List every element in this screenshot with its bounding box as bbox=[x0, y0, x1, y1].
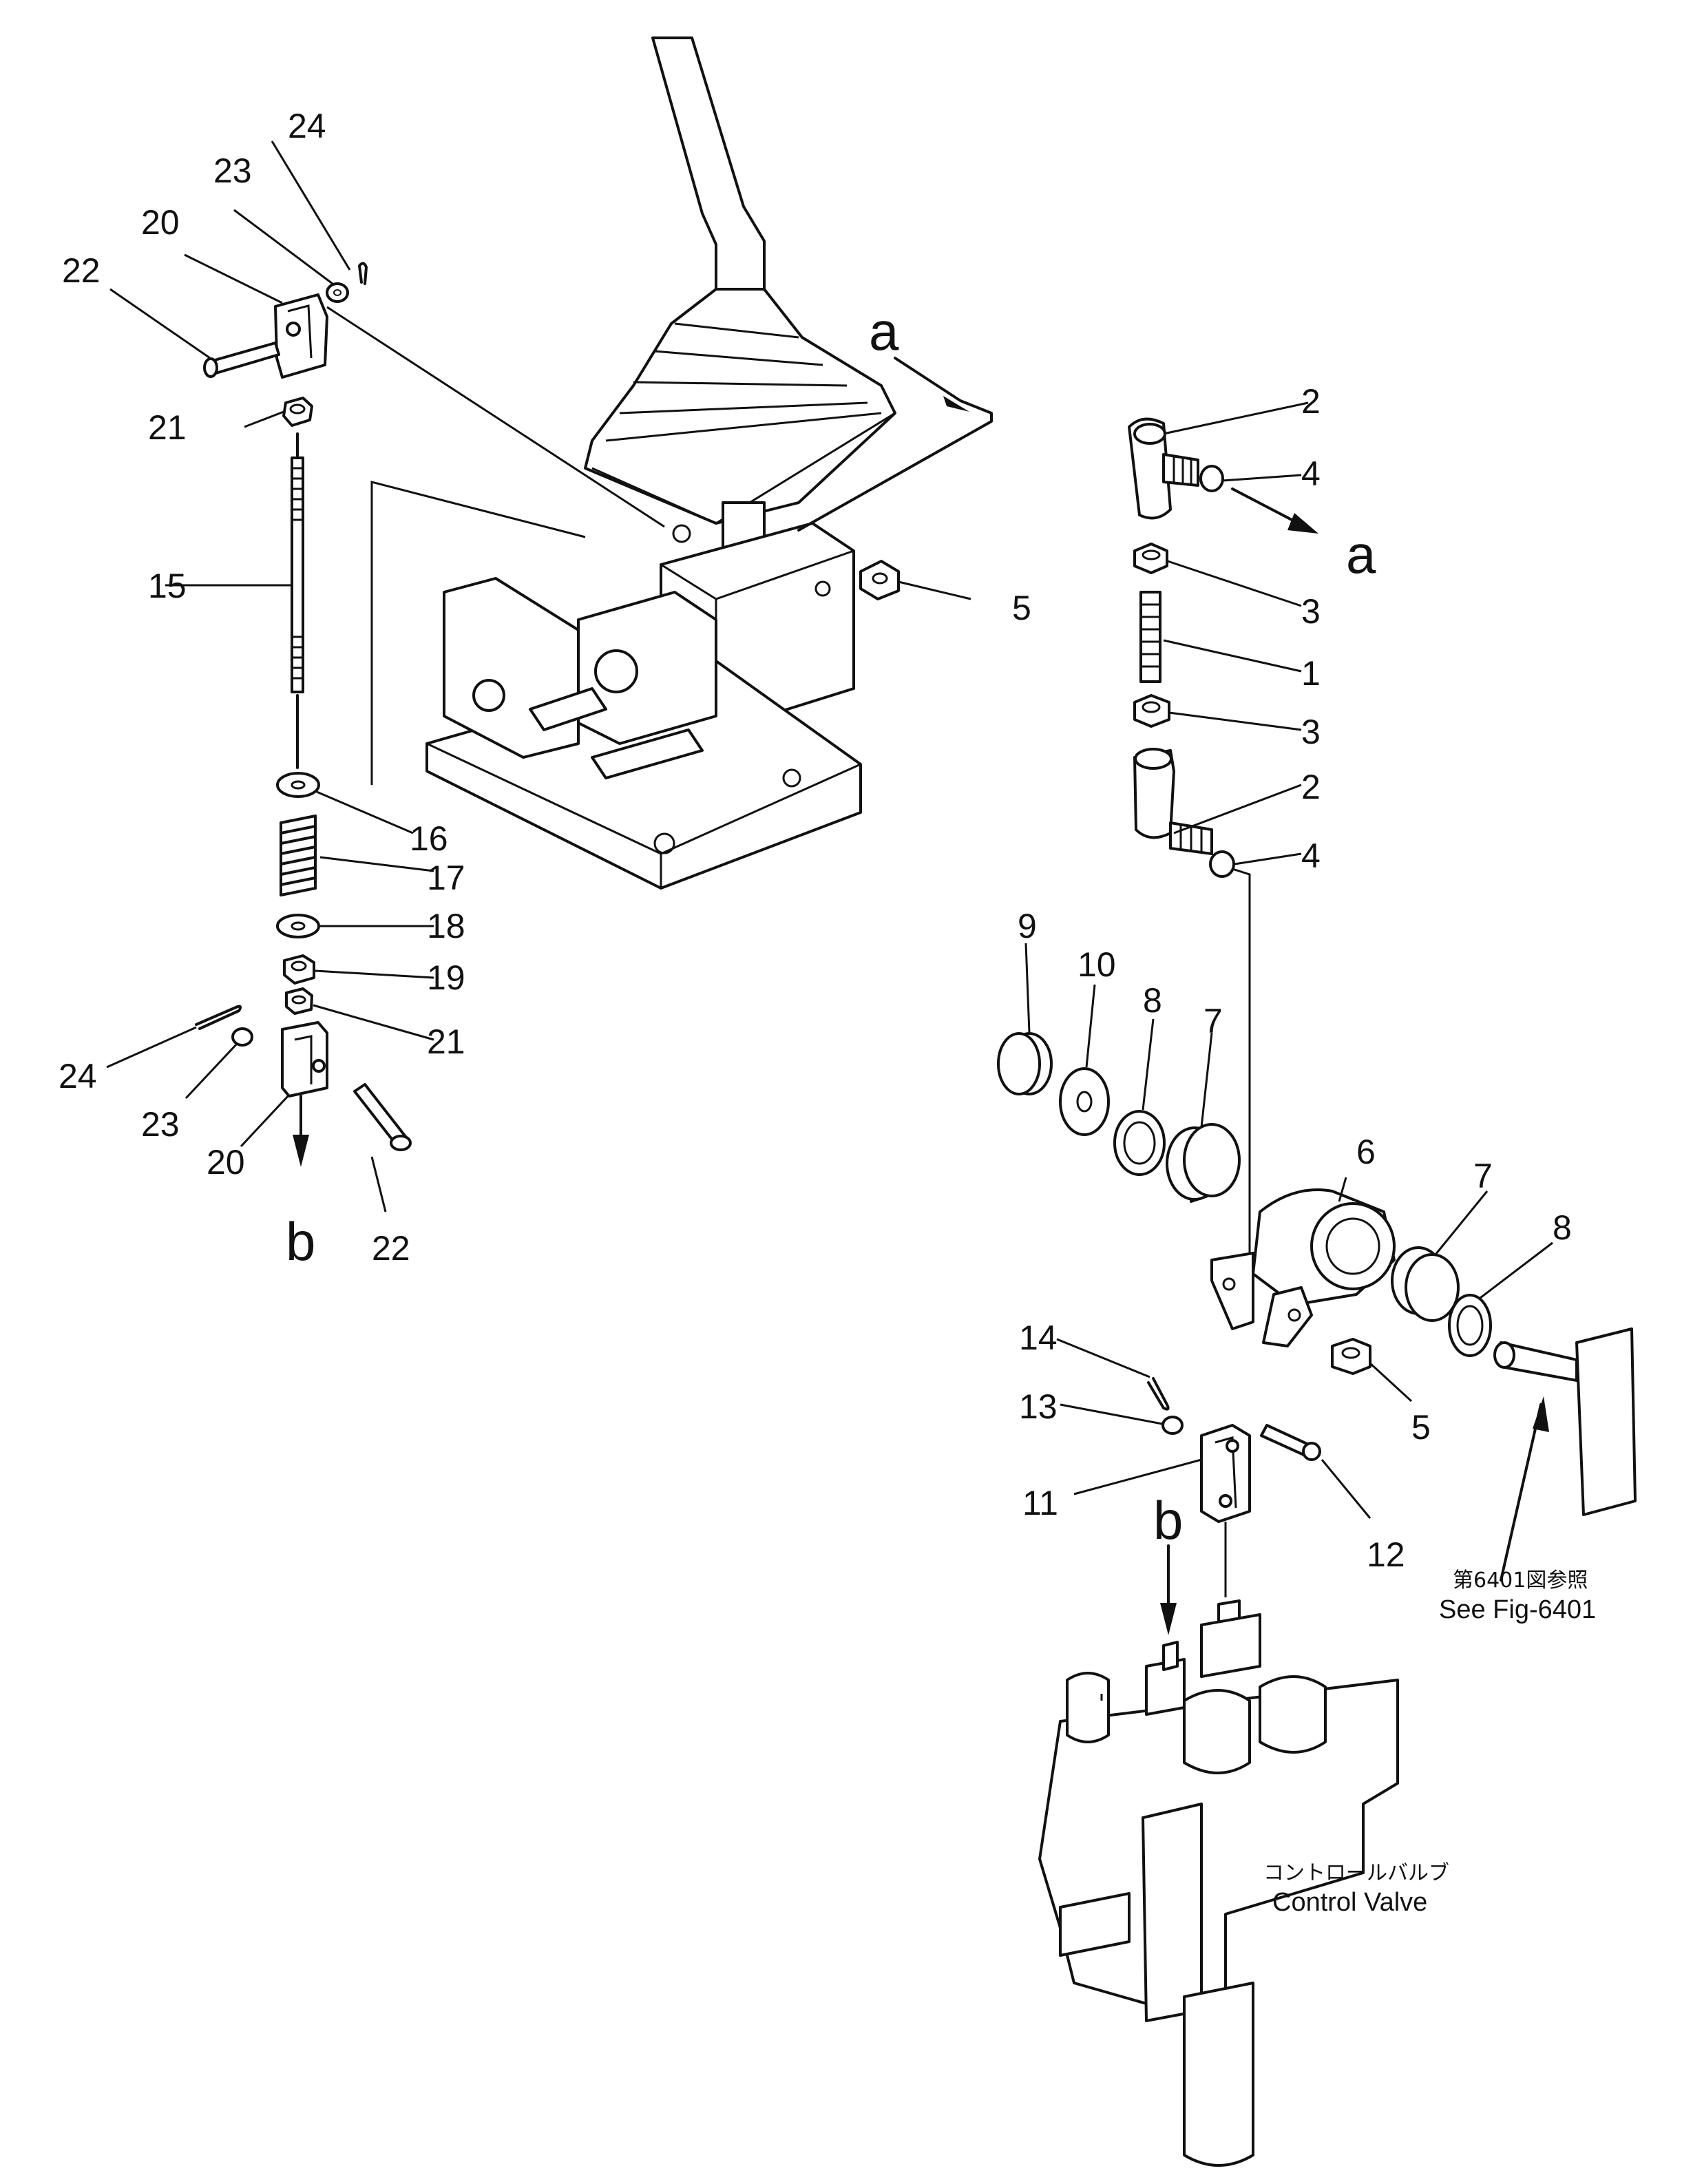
callout-2-bottom: 2 bbox=[1301, 768, 1321, 806]
callout-19: 19 bbox=[427, 958, 465, 997]
upper-cotter-pin bbox=[358, 262, 368, 285]
callout-3-top: 3 bbox=[1301, 592, 1321, 631]
arrow-b-left bbox=[293, 1135, 309, 1167]
control-lever bbox=[425, 36, 993, 890]
lower-rod-end bbox=[1133, 748, 1213, 855]
callout-numbers: 24 23 20 22 21 15 16 17 18 19 21 24 23 2… bbox=[59, 107, 1572, 1574]
callout-22-bottom: 22 bbox=[372, 1229, 410, 1268]
ref-b-left: b bbox=[286, 1211, 315, 1272]
lower-clevis bbox=[281, 1021, 328, 1098]
washer-16 bbox=[276, 772, 320, 798]
callout-16: 16 bbox=[410, 819, 448, 858]
callout-17: 17 bbox=[427, 859, 465, 897]
ref-b-right: b bbox=[1153, 1490, 1183, 1551]
arm-nut bbox=[1331, 1338, 1371, 1375]
callout-4-top: 4 bbox=[1301, 454, 1321, 493]
link-cotter-pin bbox=[1147, 1377, 1170, 1411]
callout-8-left: 8 bbox=[1143, 981, 1162, 1020]
left-rod-assembly bbox=[195, 262, 412, 1167]
lever-shaft bbox=[651, 36, 766, 291]
fig-ref-jp: 第6401図参照 bbox=[1453, 1568, 1588, 1593]
lower-washer bbox=[231, 1027, 253, 1047]
callout-7-left: 7 bbox=[1203, 1002, 1223, 1040]
spring bbox=[280, 815, 317, 896]
callout-24-top: 24 bbox=[288, 107, 326, 145]
callout-6: 6 bbox=[1356, 1133, 1376, 1171]
callout-24-bottom: 24 bbox=[59, 1057, 97, 1095]
callout-11: 11 bbox=[1022, 1484, 1058, 1522]
valve-label-jp: コントロールバルブ bbox=[1263, 1861, 1449, 1885]
arrow-a-top bbox=[943, 396, 969, 412]
callout-23-bottom: 23 bbox=[141, 1105, 180, 1144]
lever-boot bbox=[584, 288, 896, 525]
callout-2-top: 2 bbox=[1301, 382, 1321, 421]
threaded-rod bbox=[291, 456, 304, 693]
callout-20-bottom: 20 bbox=[207, 1143, 245, 1182]
lever-nut bbox=[859, 560, 900, 600]
ref-a-right: a bbox=[1346, 524, 1376, 585]
lever-base bbox=[425, 522, 862, 890]
valve-label-en: Control Valve bbox=[1272, 1888, 1427, 1917]
callout-1: 1 bbox=[1301, 654, 1321, 693]
right-linkage bbox=[1128, 417, 1318, 1308]
callout-12: 12 bbox=[1367, 1535, 1405, 1574]
callout-15: 15 bbox=[148, 567, 187, 605]
upper-pin bbox=[209, 342, 280, 375]
upper-clevis bbox=[274, 293, 328, 379]
ref-a-top: a bbox=[869, 301, 899, 361]
leader-lines bbox=[106, 140, 1553, 1582]
control-valve bbox=[1038, 1599, 1399, 2167]
link-washer bbox=[1161, 1416, 1184, 1435]
callout-7-right: 7 bbox=[1473, 1157, 1493, 1195]
bearing-stack-left bbox=[997, 1032, 1241, 1203]
callout-21-bottom: 21 bbox=[427, 1022, 465, 1061]
callout-9: 9 bbox=[1018, 907, 1037, 945]
lever-arm bbox=[1210, 1188, 1396, 1347]
lower-nut bbox=[285, 987, 313, 1015]
bearing-stack-right bbox=[1391, 1246, 1637, 1516]
callout-4-bottom: 4 bbox=[1301, 837, 1321, 875]
upper-washer-4 bbox=[1199, 465, 1224, 492]
lower-washer-4 bbox=[1209, 850, 1235, 878]
arrow-a-right bbox=[1287, 513, 1318, 534]
washer-10 bbox=[1059, 1067, 1110, 1136]
callout-5-bottom: 5 bbox=[1411, 1408, 1431, 1447]
upper-nut bbox=[282, 397, 313, 427]
callout-13: 13 bbox=[1019, 1387, 1058, 1426]
washer-18 bbox=[276, 914, 320, 938]
callout-8-right: 8 bbox=[1553, 1208, 1572, 1247]
callout-10: 10 bbox=[1077, 945, 1116, 984]
callout-3-bottom: 3 bbox=[1301, 713, 1321, 751]
callout-22-top: 22 bbox=[62, 251, 101, 290]
callout-18: 18 bbox=[427, 907, 465, 945]
link-plate bbox=[1200, 1424, 1251, 1523]
stud bbox=[1139, 591, 1161, 683]
fig-ref-en: See Fig-6401 bbox=[1439, 1595, 1596, 1624]
bearing-8-right bbox=[1448, 1294, 1492, 1357]
callout-14: 14 bbox=[1019, 1319, 1058, 1357]
upper-rod-end bbox=[1128, 417, 1199, 520]
callout-23-top: 23 bbox=[213, 151, 252, 190]
arrow-b-right bbox=[1160, 1603, 1177, 1635]
callout-20-top: 20 bbox=[141, 203, 180, 242]
lower-cotter-pin bbox=[195, 1005, 242, 1030]
callout-5-top: 5 bbox=[1012, 589, 1031, 627]
callout-21-top: 21 bbox=[148, 408, 187, 447]
bearing-8-left bbox=[1113, 1110, 1166, 1176]
